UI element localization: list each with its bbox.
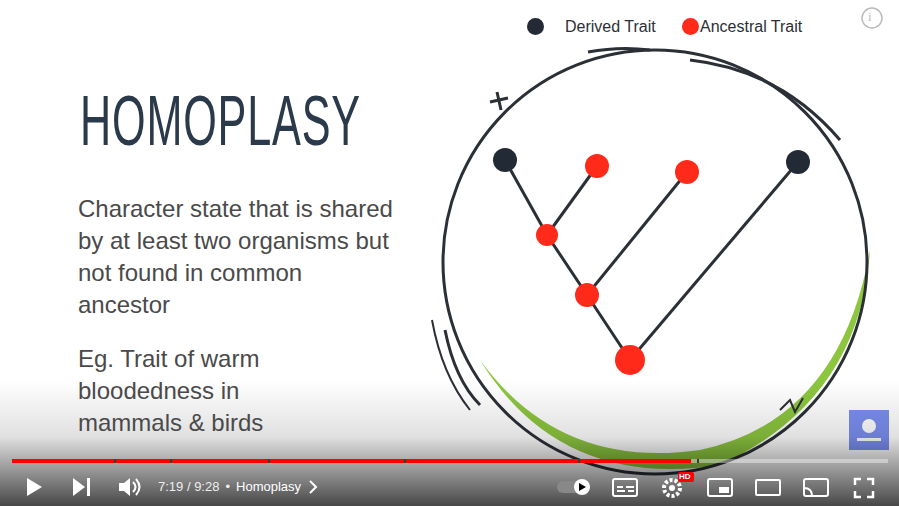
separator-dot: • xyxy=(225,479,230,494)
legend-swatch xyxy=(527,18,544,35)
hd-badge: HD xyxy=(679,472,691,482)
example-text: Eg. Trait of warm bloodedness in mammals… xyxy=(78,343,323,439)
definition-text: Character state that is shared by at lea… xyxy=(78,193,398,321)
legend-text: Ancestral Trait xyxy=(700,18,802,36)
legend-text: Derived Trait xyxy=(565,18,656,36)
slide-title: HOMOPLASY xyxy=(80,80,361,161)
time-display: 7:19 / 9:28 xyxy=(158,479,219,494)
legend-swatch xyxy=(682,18,699,35)
info-icon-letter: i xyxy=(868,9,872,25)
chapter-title: Homoplasy xyxy=(236,479,301,494)
